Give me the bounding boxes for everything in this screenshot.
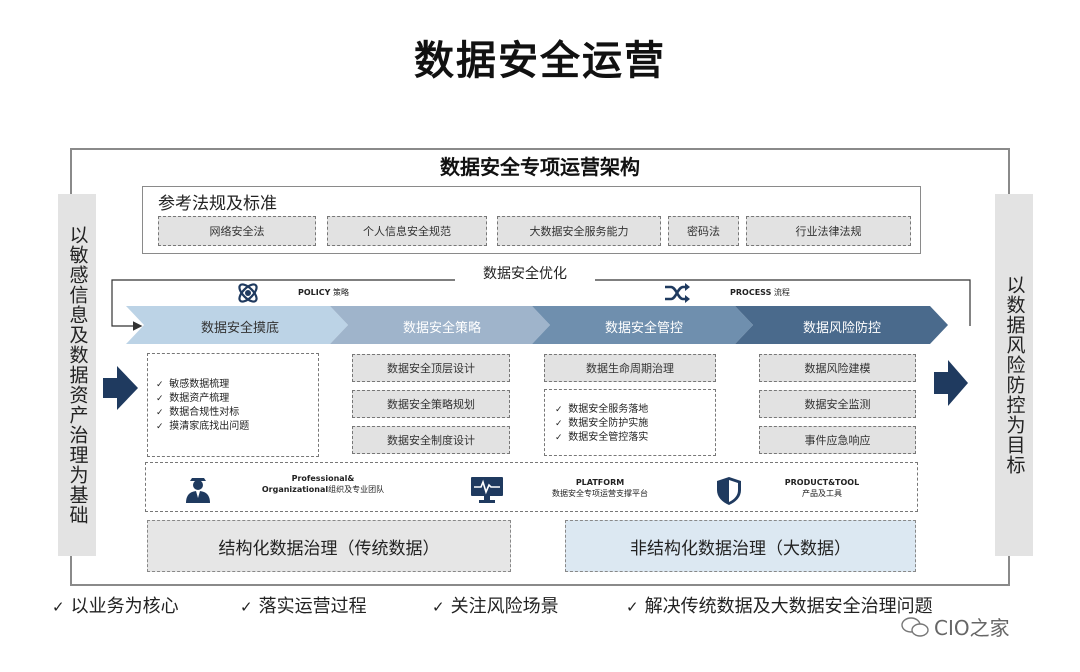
product-label: PRODUCT&TOOL 产品及工具 bbox=[772, 477, 872, 499]
check-icon: ✓ bbox=[432, 598, 445, 616]
list-item: 敏感数据梳理 bbox=[156, 378, 318, 392]
process-label: PROCESS 流程 bbox=[730, 287, 790, 298]
control-top-item: 数据生命周期治理 bbox=[544, 354, 716, 382]
reference-item: 大数据安全服务能力 bbox=[497, 216, 661, 246]
stage-label: 数据风险防控 bbox=[802, 320, 881, 336]
shuffle-icon bbox=[662, 281, 692, 305]
references-title: 参考法规及标准 bbox=[158, 194, 277, 214]
bottom-point-text: 以业务为核心 bbox=[70, 596, 179, 617]
reference-item: 密码法 bbox=[668, 216, 739, 246]
platform-label: PLATFORM 数据安全专项运营支撑平台 bbox=[535, 477, 665, 499]
stage-label: 数据安全管控 bbox=[604, 320, 683, 336]
support-bar bbox=[145, 462, 918, 512]
policy-label-en: POLICY bbox=[298, 288, 331, 297]
architecture-title: 数据安全专项运营架构 bbox=[440, 155, 640, 179]
stage-label: 数据安全摸底 bbox=[200, 320, 279, 336]
reference-item: 个人信息安全规范 bbox=[327, 216, 487, 246]
page-title: 数据安全运营 bbox=[414, 38, 666, 84]
list-item: 数据安全防护实施 bbox=[555, 417, 715, 431]
watermark-text: CIO之家 bbox=[934, 616, 1010, 640]
strategy-item: 数据安全制度设计 bbox=[352, 426, 510, 454]
bottom-point-text: 解决传统数据及大数据安全治理问题 bbox=[644, 596, 933, 617]
professional-label-en2: Organizational bbox=[261, 485, 329, 494]
process-label-en: PROCESS bbox=[730, 288, 772, 297]
product-label-en: PRODUCT&TOOL bbox=[784, 478, 860, 487]
professional-label-zh: 组织及专业团队 bbox=[328, 485, 385, 494]
right-goal-band: 以数据风险防控为目标 bbox=[995, 194, 1033, 556]
shield-icon bbox=[714, 475, 744, 507]
risk-item: 数据安全监测 bbox=[759, 390, 916, 418]
professional-label: Professional& Organizational组织及专业团队 bbox=[258, 473, 388, 495]
platform-label-en: PLATFORM bbox=[575, 478, 625, 487]
left-band-text: 以敏感信息及数据资产治理为基础 bbox=[66, 225, 89, 525]
risk-item: 数据风险建模 bbox=[759, 354, 916, 382]
structured-governance-label: 结构化数据治理（传统数据） bbox=[218, 538, 440, 559]
survey-checklist: 敏感数据梳理 数据资产梳理 数据合规性对标 摸清家底找出问题 bbox=[156, 378, 318, 434]
bottom-point: ✓ 落实运营过程 bbox=[240, 592, 367, 618]
risk-item: 事件应急响应 bbox=[759, 426, 916, 454]
list-item: 摸清家底找出问题 bbox=[156, 420, 318, 434]
professional-label-en: Professional& bbox=[291, 474, 355, 483]
unstructured-governance-label: 非结构化数据治理（大数据） bbox=[630, 538, 851, 559]
monitor-icon bbox=[469, 475, 505, 505]
list-item: 数据安全管控落实 bbox=[555, 431, 715, 445]
process-label-zh: 流程 bbox=[773, 288, 790, 297]
bottom-point: ✓ 以业务为核心 bbox=[52, 592, 179, 618]
structured-governance-box: 结构化数据治理（传统数据） bbox=[147, 520, 511, 572]
bottom-point: ✓ 解决传统数据及大数据安全治理问题 bbox=[626, 592, 933, 618]
policy-label-zh: 策略 bbox=[332, 288, 349, 297]
right-band-text: 以数据风险防控为目标 bbox=[1003, 275, 1026, 475]
person-icon bbox=[183, 473, 213, 505]
unstructured-governance-box: 非结构化数据治理（大数据） bbox=[565, 520, 916, 572]
list-item: 数据资产梳理 bbox=[156, 392, 318, 406]
control-checklist: 数据安全服务落地 数据安全防护实施 数据安全管控落实 bbox=[555, 403, 715, 445]
survey-panel: 敏感数据梳理 数据资产梳理 数据合规性对标 摸清家底找出问题 bbox=[147, 353, 319, 457]
bottom-point-text: 落实运营过程 bbox=[258, 596, 367, 617]
control-panel: 数据安全服务落地 数据安全防护实施 数据安全管控落实 bbox=[544, 389, 716, 456]
optimization-label: 数据安全优化 bbox=[455, 263, 595, 283]
reference-item: 行业法律法规 bbox=[746, 216, 911, 246]
strategy-item: 数据安全策略规划 bbox=[352, 390, 510, 418]
left-foundation-band: 以敏感信息及数据资产治理为基础 bbox=[58, 194, 96, 556]
list-item: 数据合规性对标 bbox=[156, 406, 318, 420]
policy-label: POLICY 策略 bbox=[298, 287, 349, 298]
check-icon: ✓ bbox=[626, 598, 639, 616]
check-icon: ✓ bbox=[240, 598, 253, 616]
atom-icon bbox=[234, 280, 262, 306]
watermark: CIO之家 bbox=[900, 612, 1010, 641]
product-label-zh: 产品及工具 bbox=[802, 489, 842, 498]
check-icon: ✓ bbox=[52, 598, 65, 616]
reference-item: 网络安全法 bbox=[158, 216, 316, 246]
stage-label: 数据安全策略 bbox=[402, 320, 481, 336]
wechat-icon bbox=[901, 616, 929, 637]
platform-label-zh: 数据安全专项运营支撑平台 bbox=[552, 489, 648, 498]
bottom-point: ✓ 关注风险场景 bbox=[432, 592, 559, 618]
bottom-point-text: 关注风险场景 bbox=[450, 596, 559, 617]
strategy-item: 数据安全顶层设计 bbox=[352, 354, 510, 382]
list-item: 数据安全服务落地 bbox=[555, 403, 715, 417]
